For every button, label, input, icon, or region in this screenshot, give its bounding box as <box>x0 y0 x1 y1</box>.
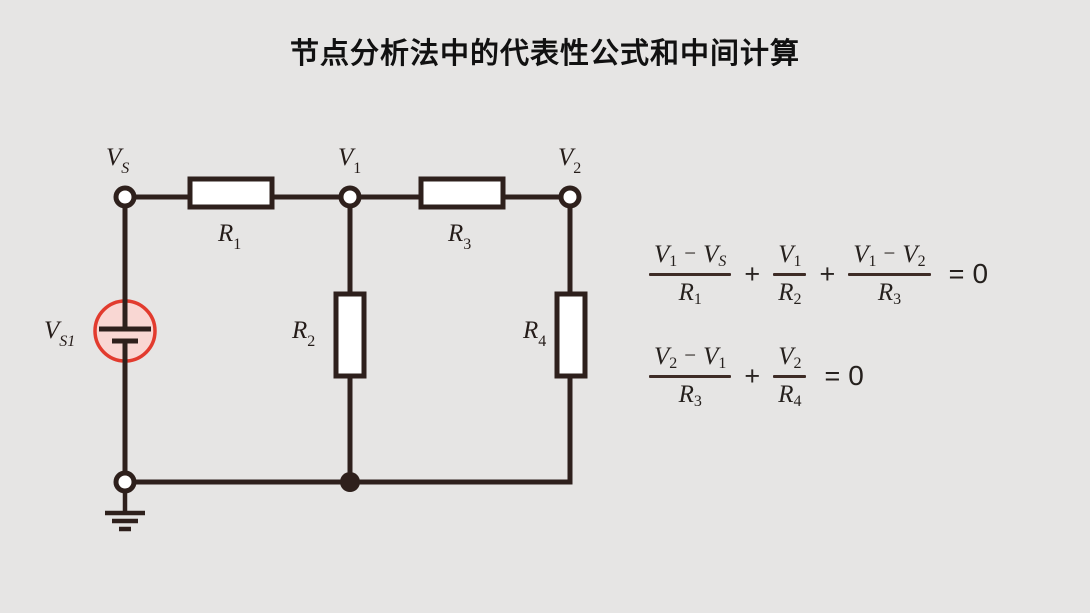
resistor-label-r3: R3 <box>448 220 472 253</box>
node-v1-terminal <box>338 185 362 209</box>
resistor-r2-body <box>333 291 367 379</box>
node-v2-terminal <box>558 185 582 209</box>
fraction-bar <box>773 272 807 276</box>
resistor-r4-body <box>554 291 588 379</box>
rhs-value: 0 <box>848 360 864 392</box>
plus-operator: + <box>819 258 836 289</box>
resistor-label-r1: R1 <box>218 220 242 253</box>
resistor-label-r2: R2 <box>292 317 316 350</box>
node-label-v2: V2 <box>558 144 582 177</box>
ground-icon <box>105 491 145 532</box>
node-ground-terminal <box>113 470 137 494</box>
fraction-bar <box>649 272 732 276</box>
resistor-r1-body <box>187 176 275 210</box>
plus-operator: + <box>744 360 761 391</box>
source-label-vs1: VS1 <box>44 317 76 350</box>
plus-operator: + <box>744 258 761 289</box>
fraction-bar <box>773 374 807 378</box>
equals-sign: = <box>948 258 965 289</box>
node-label-vs: VS <box>106 144 130 177</box>
fraction-bar <box>848 272 931 276</box>
node-vs-terminal <box>113 185 137 209</box>
page-title: 节点分析法中的代表性公式和中间计算 <box>289 38 800 70</box>
resistor-r3-body <box>418 176 506 210</box>
junction-dot <box>340 472 360 492</box>
rhs-value: 0 <box>972 258 989 290</box>
resistor-label-r4: R4 <box>523 317 547 350</box>
equals-sign: = <box>824 360 841 391</box>
node-label-v1: V1 <box>338 144 362 177</box>
fraction-bar <box>649 374 732 378</box>
